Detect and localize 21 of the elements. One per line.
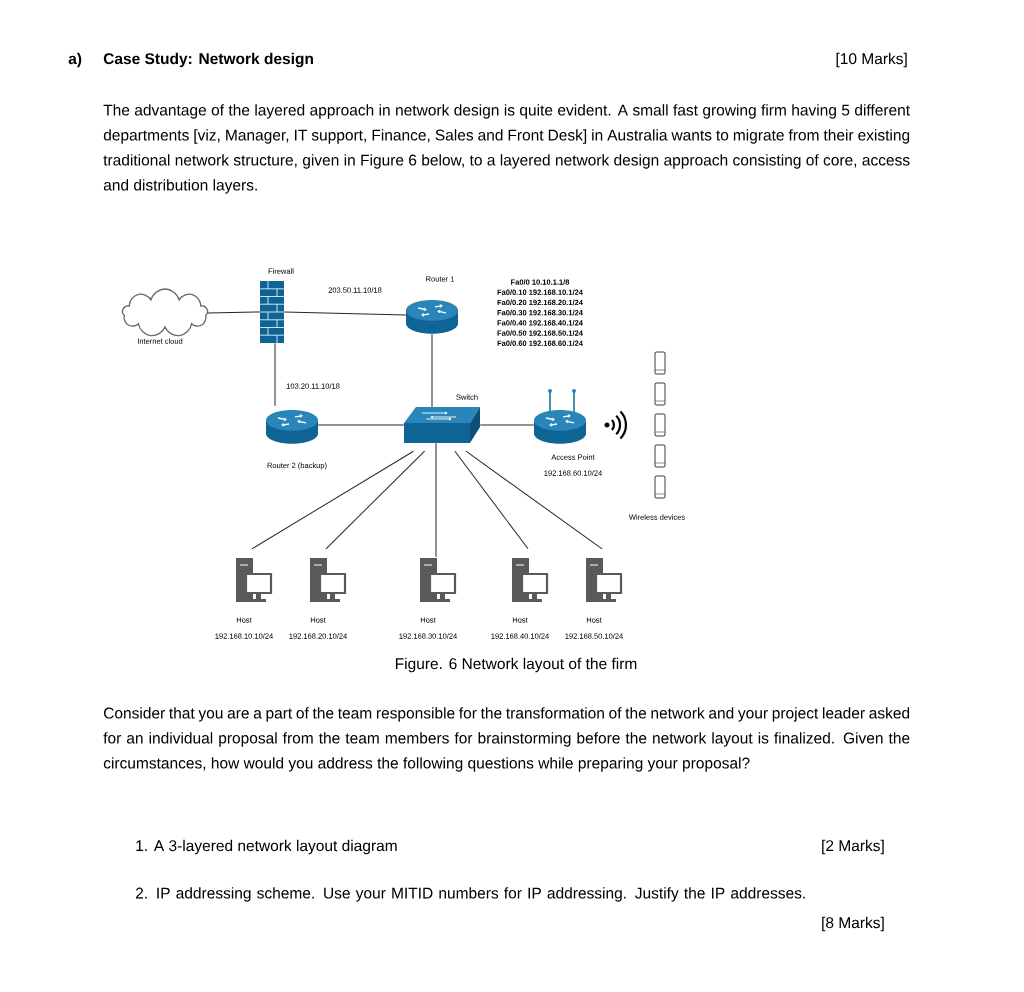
connection-line bbox=[325, 450, 426, 550]
connection-line bbox=[251, 450, 414, 550]
connection-line bbox=[283, 311, 407, 316]
connection-line bbox=[435, 442, 437, 558]
question-letter: a) bbox=[68, 52, 82, 68]
connection-line bbox=[454, 450, 529, 550]
connection-line bbox=[274, 342, 276, 407]
connection-line bbox=[431, 333, 433, 408]
paragraph: The advantage of the layered approach in network design is quite evident. A small fast growing firm having 5 different departments [viz, Manager, IT support, Finance, Sales and Front Desk] in Australia wants to migrate from their existing traditional network structure, given in Figure 6 below, to a layered network design approach consisting of core, access and distribution layers. bbox=[103, 104, 910, 194]
connection-line bbox=[207, 311, 261, 314]
paragraph: Consider that you are a part of the team responsible for the transformation of the network and your project leader asked for an individual proposal from the team members for brainstorming before the network layout is finalized. Given the circumstances, how would you address the following questions while preparing your proposal? bbox=[103, 707, 910, 772]
list-item: 2. IP addressing scheme. Use your MITID numbers for IP addressing. Justify the IP addresses. bbox=[136, 887, 805, 902]
marks-label: [8 Marks] bbox=[822, 916, 884, 932]
list-item: 1. A 3-layered network layout diagram bbox=[136, 839, 397, 855]
connection-line bbox=[465, 450, 603, 550]
connection-line bbox=[479, 424, 535, 426]
marks-label: [2 Marks] bbox=[822, 839, 884, 855]
caption: Figure. 6 Network layout of the firm bbox=[395, 657, 637, 673]
title: Case Study: Network design bbox=[103, 52, 313, 68]
connection-line bbox=[317, 424, 405, 426]
marks-label: [10 Marks] bbox=[836, 52, 907, 68]
